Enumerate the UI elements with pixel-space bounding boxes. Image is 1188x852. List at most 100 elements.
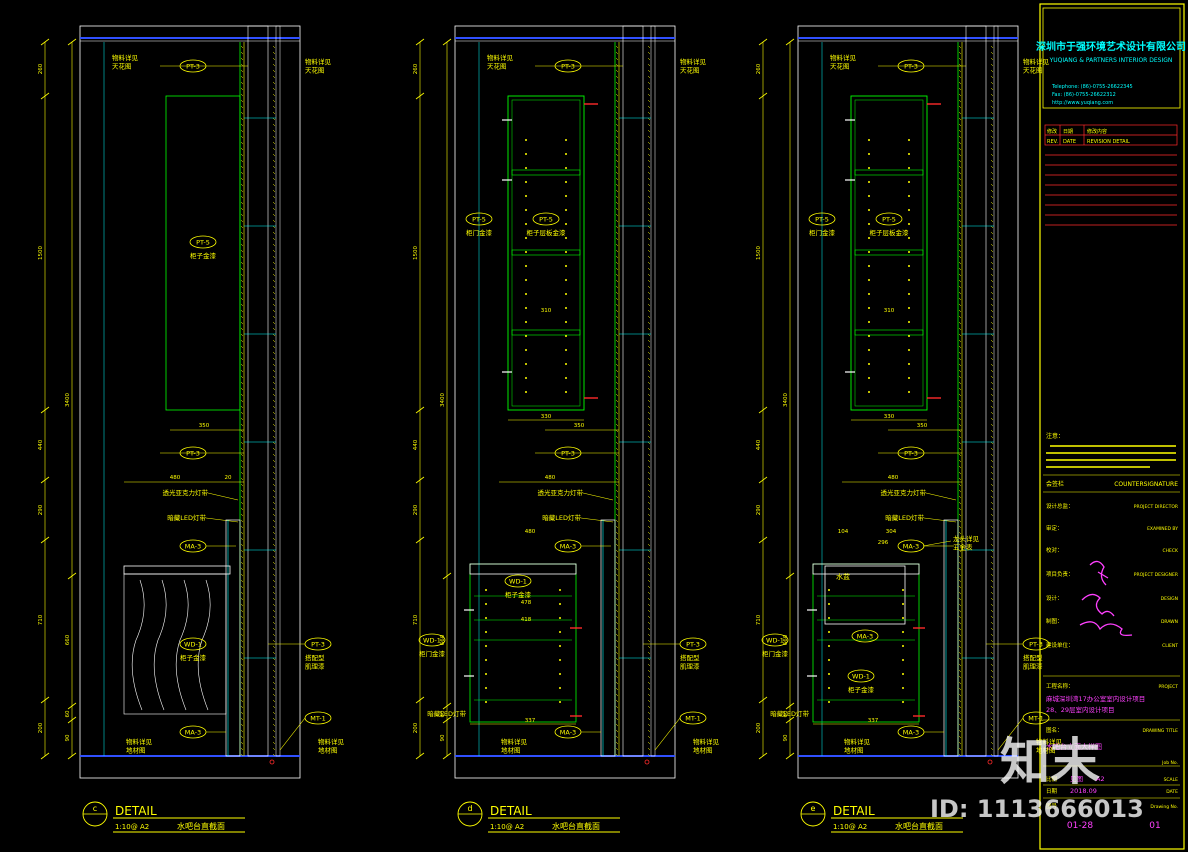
hatch-mark (958, 417, 962, 421)
hatch-mark (615, 615, 619, 619)
hatch-mark (958, 399, 962, 403)
company-name-cn: 深圳市于强环境艺术设计有限公司 (1036, 40, 1186, 53)
dimension-value: 660 (65, 634, 71, 645)
leader-line (925, 492, 957, 501)
tag-mt1: MT-1 (1028, 714, 1043, 722)
hatch-mark (647, 291, 651, 295)
tag-mt1: MT-1 (685, 714, 700, 722)
tag-ma3-top: MA-3 (560, 542, 576, 550)
hatch-mark (615, 711, 619, 715)
hatch-mark (240, 417, 244, 421)
hatch-mark (958, 477, 962, 481)
hatch-mark (615, 99, 619, 103)
shelf-pin-hole (565, 181, 567, 183)
hatch-mark (990, 159, 994, 163)
upper-cabinet (507, 95, 585, 411)
hatch-mark (240, 87, 244, 91)
tag-wd1-bubble (179, 637, 207, 651)
tag-pt5-bubble (532, 212, 560, 226)
hatch-mark (615, 447, 619, 451)
ceiling-note: 物料详见 (1023, 57, 1050, 66)
hatch-mark (958, 705, 962, 709)
hatch-mark (647, 381, 651, 385)
dimension-tick (67, 716, 77, 724)
hatch-mark (240, 207, 244, 211)
hatch-mark (615, 513, 619, 517)
shelf-pin-hole (565, 237, 567, 239)
hatch-mark (958, 381, 962, 385)
hatch-mark (958, 189, 962, 193)
hatch-mark (615, 81, 619, 85)
floor-note: 地材图 (501, 746, 521, 755)
signature-scribble (1079, 560, 1133, 637)
rev-label-en: REV. (1047, 139, 1058, 145)
hatch-mark (958, 183, 962, 187)
hatch-mark (647, 573, 651, 577)
hatch-mark (958, 279, 962, 283)
tag-pt3-top: PT-3 (904, 62, 918, 70)
hatch-mark (958, 735, 962, 739)
hatch-mark (272, 549, 276, 553)
floor-note: 物料详见 (501, 737, 528, 746)
hatch-mark (990, 333, 994, 337)
shelf-pin-hole (868, 335, 870, 337)
hatch-mark (240, 273, 244, 277)
hatch-mark (240, 471, 244, 475)
dimension-tick (67, 38, 77, 46)
shelf-pin-hole (525, 223, 527, 225)
tag-pt3-right: PT-3 (311, 640, 325, 648)
hatch-mark (615, 597, 619, 601)
hatch-mark (240, 465, 244, 469)
detail-scale: 1:10@ A2 (115, 823, 149, 831)
tag-pt3-mid-bubble (554, 446, 582, 460)
pt3-right-description: 搭配型 (305, 653, 325, 662)
hatch-mark (615, 69, 619, 73)
hatch-mark (958, 471, 962, 475)
tag-pt3-mid: PT-3 (186, 449, 200, 457)
hatch-mark (647, 435, 651, 439)
hatch-mark (272, 741, 276, 745)
hatch-mark (990, 357, 994, 361)
hatch-mark (647, 177, 651, 181)
hatch-mark (990, 123, 994, 127)
hatch-mark (647, 285, 651, 289)
hatch-mark (958, 63, 962, 67)
hatch-mark (240, 597, 244, 601)
hatch-mark (272, 315, 276, 319)
hatch-mark (958, 429, 962, 433)
hatch-mark (647, 669, 651, 673)
hatch-mark (647, 87, 651, 91)
hatch-mark (958, 453, 962, 457)
hatch-mark (990, 411, 994, 415)
hatch-mark (647, 213, 651, 217)
hatch-mark (240, 477, 244, 481)
ceiling-note: 天花图 (487, 62, 507, 71)
tag-wd1-bubble (847, 669, 875, 683)
hatch-mark (240, 147, 244, 151)
hatch-mark (615, 507, 619, 511)
hatch-mark (240, 129, 244, 133)
hatch-mark (990, 753, 994, 757)
tag-pt5: PT-5 (882, 215, 896, 223)
hatch-mark (958, 315, 962, 319)
hatch-mark (958, 117, 962, 121)
hatch-mark (240, 75, 244, 79)
dimension-tick (415, 752, 425, 760)
hatch-mark (990, 99, 994, 103)
hatch-mark (272, 291, 276, 295)
detail-title: 水吧台直截面 (177, 821, 225, 831)
shelf-pin-hole (525, 181, 527, 183)
detail-title: 水吧台直截面 (895, 821, 943, 831)
hatch-mark (272, 663, 276, 667)
hatch-mark (240, 159, 244, 163)
hatch-mark (990, 633, 994, 637)
shelf-pin-hole (828, 631, 830, 633)
hatch-mark (958, 345, 962, 349)
hatch-mark (615, 399, 619, 403)
hatch-mark (240, 441, 244, 445)
hatch-mark (958, 369, 962, 373)
shelf-board (854, 249, 924, 256)
dimension-value: 3400 (783, 393, 789, 407)
pt3-right-description: 肌理漆 (680, 662, 700, 671)
hatch-mark (240, 81, 244, 85)
